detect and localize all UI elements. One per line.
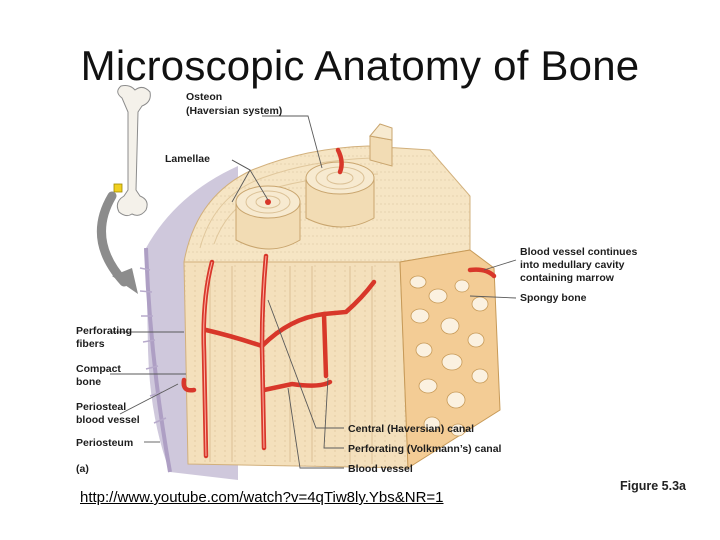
label-panel: (a) xyxy=(76,463,89,475)
diagram-labels: Osteon (Haversian system) Lamellae Blood… xyxy=(76,91,637,475)
label-periosteum: Periosteum xyxy=(76,437,133,449)
label-blood-vessel-continues-2: into medullary cavity xyxy=(520,259,625,271)
femur-icon xyxy=(113,85,151,217)
label-perforating-canal: Perforating (Volkmann’s) canal xyxy=(348,443,502,455)
label-lamellae: Lamellae xyxy=(165,153,210,165)
label-compact-bone: Compact xyxy=(76,363,121,375)
label-spongy-bone: Spongy bone xyxy=(520,292,587,304)
osteon-cylinders xyxy=(235,123,393,250)
label-osteon: Osteon xyxy=(186,91,222,103)
label-periosteal-vessel: Periosteal xyxy=(76,401,126,413)
label-compact-bone-2: bone xyxy=(76,376,101,388)
compact-bone-front xyxy=(183,261,409,469)
label-blood-vessel-continues: Blood vessel continues xyxy=(520,246,637,258)
label-periosteal-vessel-2: blood vessel xyxy=(76,414,140,426)
youtube-link[interactable]: http://www.youtube.com/watch?v=4qTiw8ly.… xyxy=(80,489,444,506)
spongy-bone xyxy=(399,249,501,469)
label-osteon-sub: (Haversian system) xyxy=(186,105,282,117)
label-central-canal: Central (Haversian) canal xyxy=(348,423,474,435)
page-title: Microscopic Anatomy of Bone xyxy=(80,42,640,89)
label-blood-vessel: Blood vessel xyxy=(348,463,413,475)
label-perforating-fibers: Perforating xyxy=(76,325,132,337)
label-blood-vessel-continues-3: containing marrow xyxy=(520,272,615,284)
label-perforating-fibers-2: fibers xyxy=(76,338,105,350)
curved-arrow-icon xyxy=(97,191,129,287)
leader-lines xyxy=(110,115,517,469)
figure-reference: Figure 5.3a xyxy=(620,479,686,493)
